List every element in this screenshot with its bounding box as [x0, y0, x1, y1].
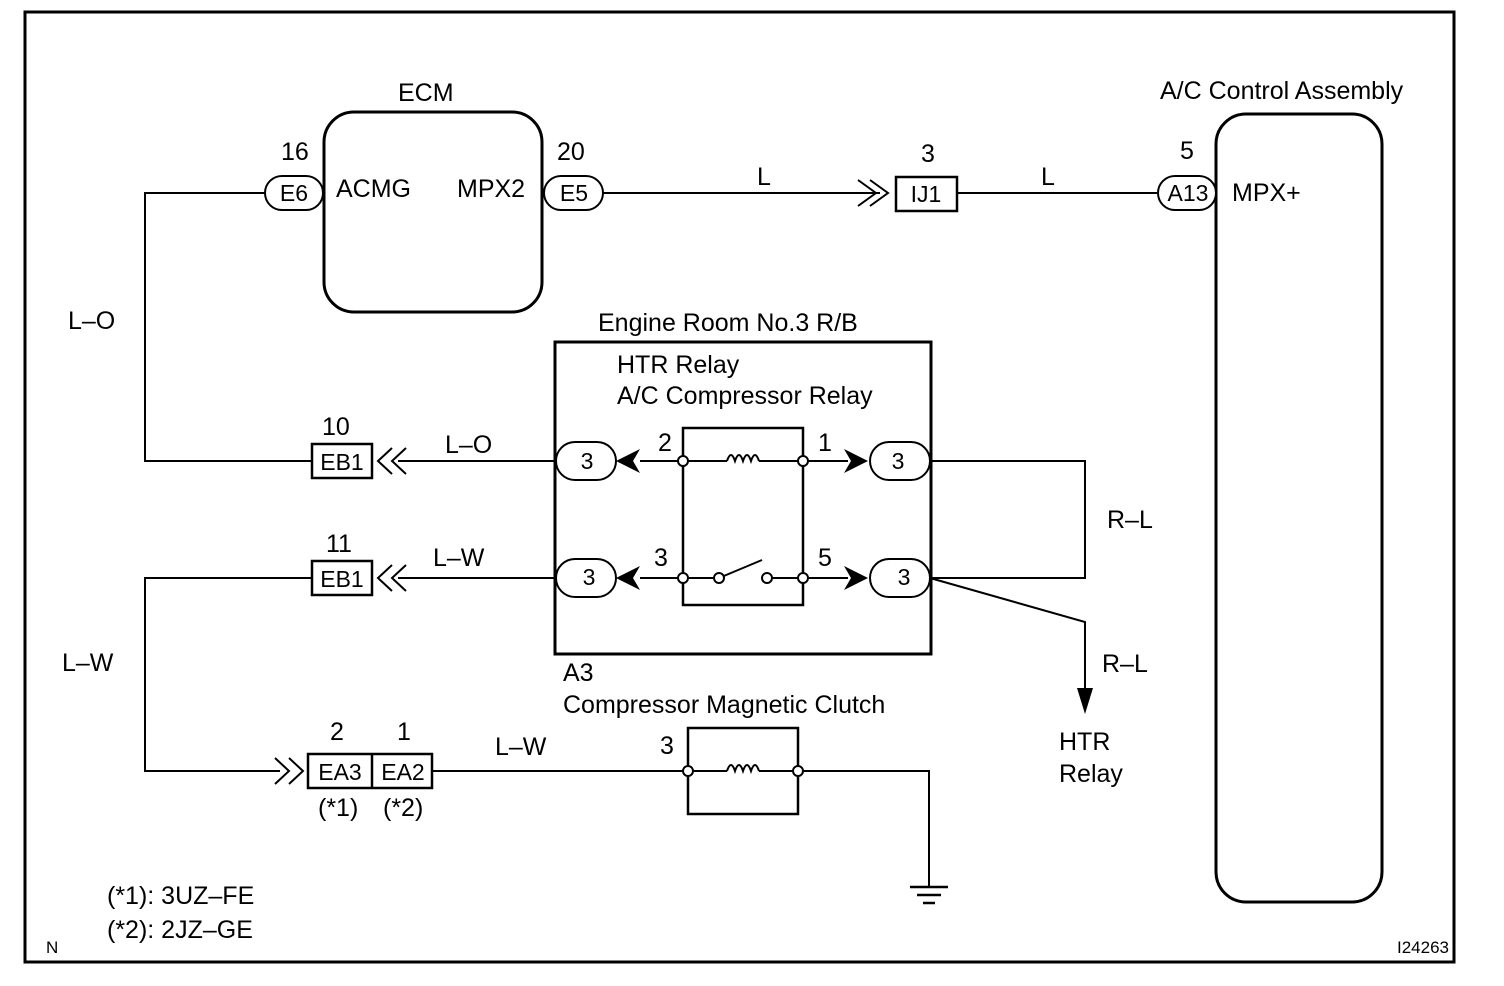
ecm-pin-number-16: 16 — [281, 138, 309, 166]
relay-name-line2: A/C Compressor Relay — [617, 382, 873, 410]
wire-color-ecm-ij1: L — [757, 163, 771, 191]
relay-switch-icon — [718, 559, 763, 579]
relay-pin-3: 3 — [654, 544, 668, 572]
engine-note-1: (*1): 3UZ–FE — [107, 882, 254, 910]
wire-color-left-top: L–O — [68, 307, 115, 335]
ecm-pin-label-mpx2: MPX2 — [457, 175, 525, 203]
connector-eb1-top-label: EB1 — [320, 449, 363, 475]
wire-rb-loop — [930, 460, 1086, 579]
relay-pin-2: 2 — [658, 429, 672, 457]
htr-relay-line1: HTR — [1059, 728, 1110, 756]
relay-inner-box — [681, 426, 805, 607]
ground-icon — [910, 885, 948, 905]
connector-e5 — [543, 175, 604, 211]
connector-eb1-top-number: 10 — [322, 413, 350, 441]
connector-ea — [274, 752, 434, 790]
wire-clutch-to-ground — [798, 770, 930, 886]
rb-connector-top-left — [555, 441, 617, 481]
clutch-pin-number: 3 — [660, 732, 674, 760]
clutch-connector-id: A3 — [563, 659, 594, 687]
ac-control-pin-number: 5 — [1180, 137, 1194, 165]
connector-e6-label: E6 — [280, 180, 308, 206]
wire-color-ea-clutch: L–W — [495, 733, 547, 761]
rb-connector-bottom-left — [555, 558, 617, 598]
ecm-pin-label-acmg: ACMG — [336, 175, 411, 203]
connector-eb1-top — [310, 442, 407, 480]
ac-control-assembly: A/C Control Assembly MPX+ 5 — [1160, 77, 1404, 904]
connector-ea2-label: EA2 — [381, 759, 424, 785]
connector-ea3-note: (*1) — [318, 794, 358, 822]
relay-coil-icon — [726, 454, 760, 465]
wire-color-left-bottom: L–W — [62, 649, 114, 677]
relay-block-title: Engine Room No.3 R/B — [598, 309, 858, 337]
relay-pin-5: 5 — [818, 544, 832, 572]
rb-connector-bottom-right — [869, 558, 931, 598]
rb-connector-label: 3 — [892, 448, 905, 474]
ecm-box — [322, 110, 544, 314]
ac-control-pin-label: MPX+ — [1232, 179, 1301, 207]
connector-eb1-bottom-number: 11 — [326, 530, 352, 558]
wire-ecm-to-eb1-top — [144, 192, 312, 462]
junction-ij1: IJ1 — [857, 175, 959, 213]
connector-ea3-number: 2 — [330, 718, 344, 746]
clutch-title: Compressor Magnetic Clutch — [563, 691, 885, 719]
rb-connector-label: 3 — [583, 564, 596, 590]
engine-note-2: (*2): 2JZ–GE — [107, 916, 253, 944]
rb-connector-label: 3 — [898, 564, 911, 590]
relay-block-box — [553, 340, 933, 656]
junction-ij1-number: 3 — [921, 140, 935, 168]
rb-connector-label: 3 — [581, 448, 594, 474]
wire-color-eb1-bottom: L–W — [433, 544, 485, 572]
ac-control-box — [1214, 112, 1384, 904]
ecm-pin-number-20: 20 — [557, 138, 585, 166]
clutch-coil-icon — [726, 764, 760, 775]
connector-ea3-label: EA3 — [318, 759, 361, 785]
wire-color-eb1-top: L–O — [445, 431, 492, 459]
rb-connector-top-right — [869, 441, 931, 481]
relay-name-line1: HTR Relay — [617, 351, 740, 379]
diagram-id: I24263 — [1397, 938, 1449, 957]
ecm-title: ECM — [398, 79, 454, 107]
corner-mark-left: N — [46, 938, 58, 957]
relay-block: Engine Room No.3 R/B HTR Relay A/C Compr… — [553, 309, 933, 656]
htr-relay-line2: Relay — [1059, 760, 1123, 788]
clutch-box — [682, 726, 804, 816]
connector-e5-label: E5 — [560, 180, 588, 206]
connector-ea2-number: 1 — [397, 718, 411, 746]
ecm-unit: ECM ACMG MPX2 16 20 — [281, 79, 585, 314]
wire-rb-to-htr — [929, 577, 1086, 690]
wire-color-rb-htr: R–L — [1102, 650, 1148, 678]
wire-eb1-to-ea — [144, 577, 312, 772]
wire-color-ij1-ac: L — [1041, 163, 1055, 191]
connector-ea2-note: (*2) — [383, 794, 423, 822]
connector-a13-label: A13 — [1168, 180, 1209, 206]
ac-control-title: A/C Control Assembly — [1160, 77, 1404, 105]
connector-a13 — [1157, 175, 1217, 211]
wire-color-rb-loop: R–L — [1107, 506, 1153, 534]
relay-pin-1: 1 — [818, 429, 832, 457]
connector-e6 — [264, 175, 324, 211]
diagram-frame — [23, 10, 1456, 964]
connector-eb1-bottom-label: EB1 — [320, 566, 363, 592]
htr-arrow — [1077, 688, 1093, 714]
junction-ij1-label: IJ1 — [911, 181, 942, 207]
connector-eb1-bottom — [310, 559, 407, 597]
